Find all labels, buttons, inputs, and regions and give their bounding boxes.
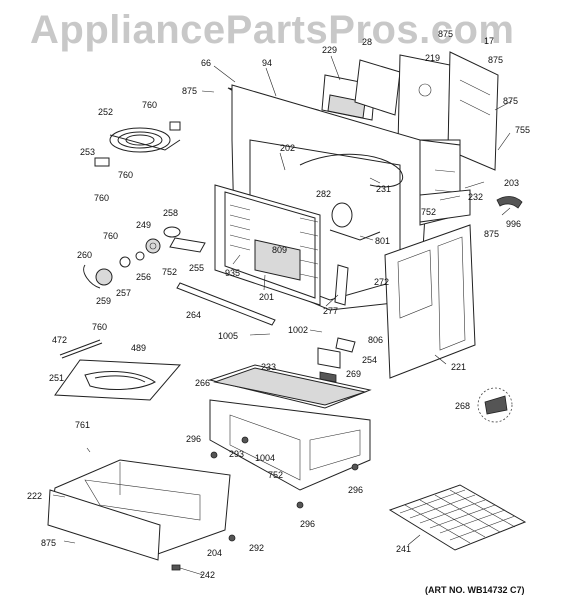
callout-202: 202 bbox=[280, 143, 295, 153]
callout-875: 875 bbox=[503, 96, 518, 106]
callout-752: 752 bbox=[421, 207, 436, 217]
leveler-parts bbox=[171, 451, 359, 571]
callout-1004: 1004 bbox=[255, 453, 275, 463]
callout-258: 258 bbox=[163, 208, 178, 218]
side-panel-221 bbox=[384, 224, 476, 379]
storage-drawer-part bbox=[47, 459, 231, 561]
broil-pan-part bbox=[54, 339, 182, 401]
callout-204: 204 bbox=[207, 548, 222, 558]
callout-251: 251 bbox=[49, 373, 64, 383]
callout-875: 875 bbox=[438, 29, 453, 39]
callout-875: 875 bbox=[488, 55, 503, 65]
control-parts bbox=[83, 226, 206, 289]
callout-leaders bbox=[52, 55, 513, 576]
callout-1002: 1002 bbox=[288, 325, 308, 335]
callout-17: 17 bbox=[484, 36, 494, 46]
callout-232: 232 bbox=[468, 192, 483, 202]
detail-inset-268 bbox=[477, 387, 513, 423]
callout-242: 242 bbox=[200, 570, 215, 580]
callout-241: 241 bbox=[396, 544, 411, 554]
drawer-support-part bbox=[208, 364, 372, 491]
art-number: (ART NO. WB14732 C7) bbox=[425, 585, 525, 595]
callout-268: 268 bbox=[455, 401, 470, 411]
callout-489: 489 bbox=[131, 343, 146, 353]
oven-rack-part bbox=[388, 484, 527, 551]
callout-labels: 66 94 875 229 28 219 875 17 875 875 755 … bbox=[27, 29, 530, 580]
callout-256: 256 bbox=[136, 272, 151, 282]
callout-255: 255 bbox=[189, 263, 204, 273]
callout-260: 260 bbox=[77, 250, 92, 260]
hinge-part bbox=[334, 264, 349, 306]
callout-282: 282 bbox=[316, 189, 331, 199]
watermark: AppliancePartsPros.com bbox=[30, 8, 515, 52]
callout-266: 266 bbox=[195, 378, 210, 388]
trim-parts bbox=[419, 189, 523, 223]
callout-272: 272 bbox=[374, 277, 389, 287]
callout-801: 801 bbox=[375, 236, 390, 246]
callout-761: 761 bbox=[75, 420, 90, 430]
callout-875: 875 bbox=[484, 229, 499, 239]
callout-296: 296 bbox=[300, 519, 315, 529]
callout-269: 269 bbox=[346, 369, 361, 379]
callout-252: 252 bbox=[98, 107, 113, 117]
callout-752: 752 bbox=[268, 470, 283, 480]
callout-296: 296 bbox=[186, 434, 201, 444]
callout-253: 253 bbox=[80, 147, 95, 157]
callout-1005: 1005 bbox=[218, 331, 238, 341]
callout-231: 231 bbox=[376, 184, 391, 194]
callout-292: 292 bbox=[249, 543, 264, 553]
callout-257: 257 bbox=[116, 288, 131, 298]
callout-760: 760 bbox=[142, 100, 157, 110]
callout-222: 222 bbox=[27, 491, 42, 501]
callout-760: 760 bbox=[92, 322, 107, 332]
callout-94: 94 bbox=[262, 58, 272, 68]
callout-760: 760 bbox=[118, 170, 133, 180]
callout-221: 221 bbox=[451, 362, 466, 372]
callout-752: 752 bbox=[162, 267, 177, 277]
callout-809: 809 bbox=[272, 245, 287, 255]
callout-249: 249 bbox=[136, 220, 151, 230]
callout-935: 935 bbox=[225, 268, 240, 278]
callout-259: 259 bbox=[96, 296, 111, 306]
oven-liner-part bbox=[214, 184, 321, 306]
callout-66: 66 bbox=[201, 58, 211, 68]
callout-760: 760 bbox=[103, 231, 118, 241]
callout-28: 28 bbox=[362, 37, 372, 47]
callout-254: 254 bbox=[362, 355, 377, 365]
callout-875: 875 bbox=[182, 86, 197, 96]
surface-element-part bbox=[94, 121, 181, 167]
callout-201: 201 bbox=[259, 292, 274, 302]
callout-996: 996 bbox=[506, 219, 521, 229]
callout-472: 472 bbox=[52, 335, 67, 345]
rail-part bbox=[176, 282, 276, 326]
callout-296: 296 bbox=[348, 485, 363, 495]
callout-229: 229 bbox=[322, 45, 337, 55]
callout-755: 755 bbox=[515, 125, 530, 135]
callout-875: 875 bbox=[41, 538, 56, 548]
callout-806: 806 bbox=[368, 335, 383, 345]
callout-233: 233 bbox=[261, 362, 276, 372]
callout-277: 277 bbox=[323, 306, 338, 316]
callout-203: 203 bbox=[504, 178, 519, 188]
callout-219: 219 bbox=[425, 53, 440, 63]
callout-264: 264 bbox=[186, 310, 201, 320]
element-part bbox=[329, 202, 381, 241]
callout-293: 293 bbox=[229, 449, 244, 459]
callout-760: 760 bbox=[94, 193, 109, 203]
rear-panel-parts bbox=[321, 54, 451, 156]
